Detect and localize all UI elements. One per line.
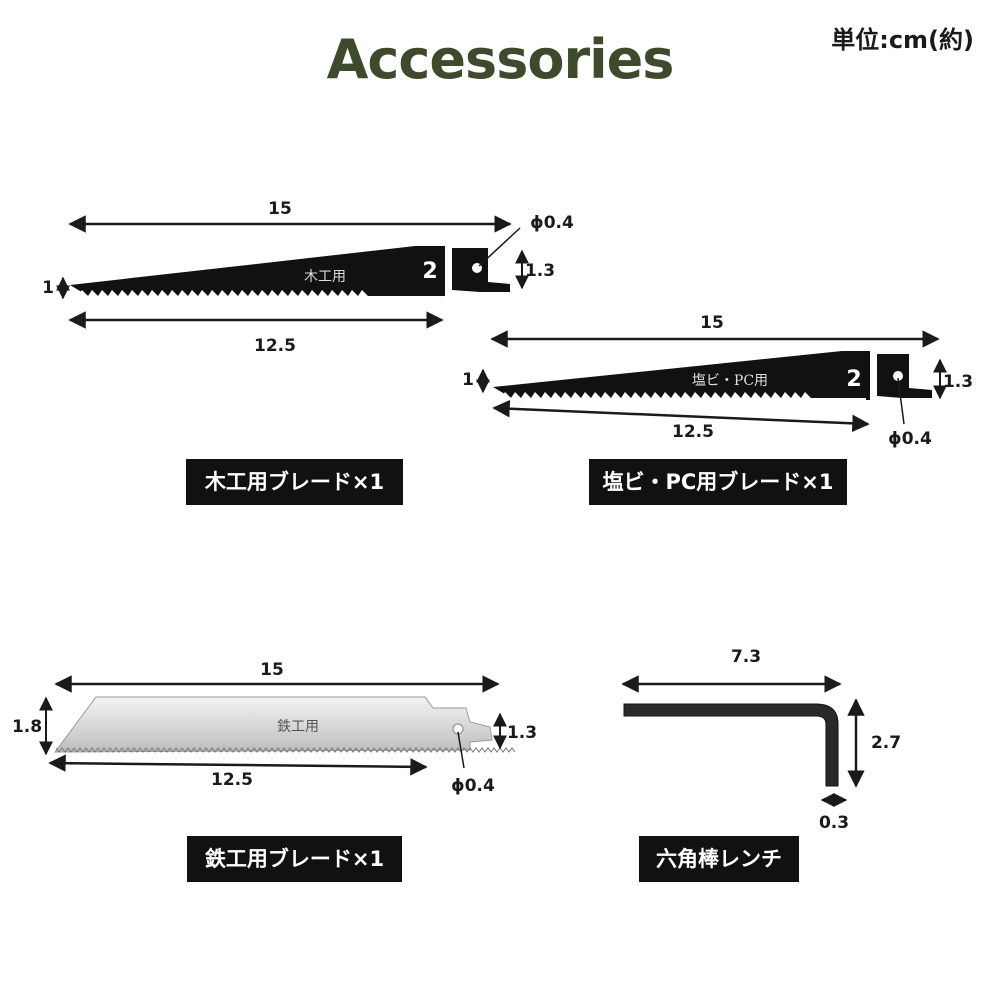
thickness-value: 0.3 <box>819 813 849 833</box>
page-title: Accessories <box>326 28 675 91</box>
hole-value: ϕ0.4 <box>530 213 574 233</box>
height-value: 2.7 <box>871 733 901 753</box>
blade-length-arrow <box>48 754 428 776</box>
blade-length-arrow <box>492 399 870 433</box>
hex-wrench-figure: 7.3 2.7 0.3 <box>621 647 901 833</box>
hex-wrench <box>623 703 839 787</box>
total-length-value: 15 <box>268 199 292 219</box>
metal-blade-figure: 15 鉄工用 1.8 1.3 ϕ0.4 12.5 <box>12 660 537 796</box>
metal-blade <box>54 696 493 753</box>
hole-leader <box>457 731 465 769</box>
blade-height-value: 1 <box>42 278 54 298</box>
pvc-blade <box>493 351 870 400</box>
blade-length-value: 12.5 <box>211 770 253 790</box>
tang-height-value: 1.3 <box>525 261 555 281</box>
hole-leader <box>897 377 905 425</box>
pvc-blade-figure: 15 塩ビ・PC用 2 1 1.3 ϕ0.4 12.5 <box>462 313 973 449</box>
hex-wrench-label: 六角棒レンチ <box>639 836 799 882</box>
tang-height-value: 1.3 <box>507 723 537 743</box>
metal-blade-label: 鉄工用ブレード×1 <box>187 836 402 882</box>
tang-height-value: 1.3 <box>943 372 973 392</box>
blade-height-value: 1 <box>462 370 474 390</box>
blade-print: 塩ビ・PC用 <box>692 373 768 389</box>
blade-length-value: 12.5 <box>254 336 296 356</box>
wood-blade <box>70 246 445 300</box>
metal-blade-teeth <box>55 747 516 753</box>
hole-value: ϕ0.4 <box>451 776 495 796</box>
blade-print: 鉄工用 <box>277 719 319 735</box>
blade-height-value: 1.8 <box>12 717 42 737</box>
wood-blade-label: 木工用ブレード×1 <box>186 459 403 505</box>
unit-note: 単位:cm(約) <box>831 26 974 54</box>
badge: 2 <box>846 367 861 392</box>
blade-length-value: 12.5 <box>672 422 714 442</box>
badge: 2 <box>422 259 437 284</box>
total-length-value: 15 <box>260 660 284 680</box>
length-value: 7.3 <box>731 647 761 667</box>
blade-print: 木工用 <box>304 269 346 285</box>
wood-blade-figure: 15 木工用 2 1 1.3 ϕ0.4 12.5 <box>42 199 574 356</box>
pvc-blade-tang <box>877 354 932 398</box>
hole-leader <box>478 227 521 267</box>
wood-blade-teeth <box>72 290 440 304</box>
hole-value: ϕ0.4 <box>888 429 932 449</box>
pvc-blade-label: 塩ビ・PC用ブレード×1 <box>589 459 847 505</box>
mount-hole <box>893 371 903 381</box>
total-length-value: 15 <box>700 313 724 333</box>
